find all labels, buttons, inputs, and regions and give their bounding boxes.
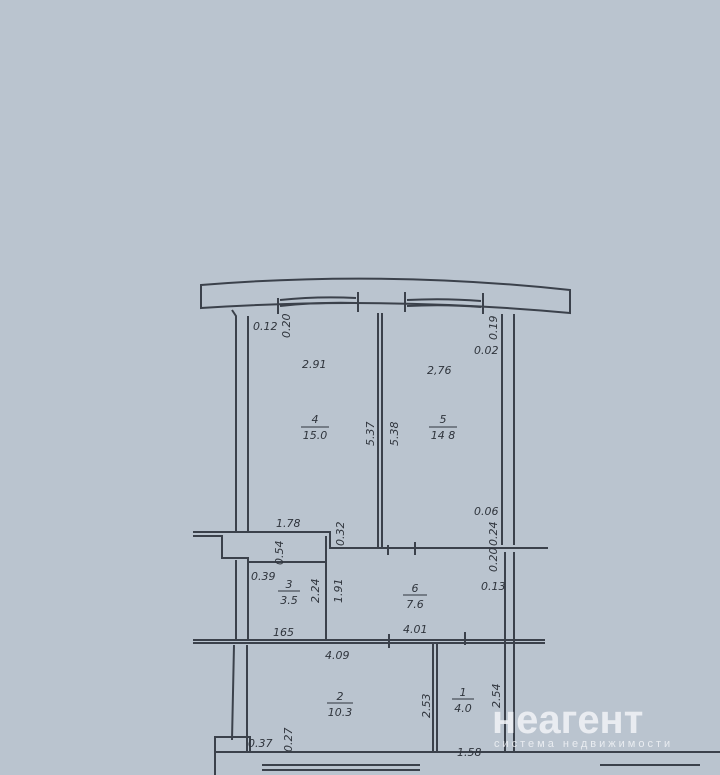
room-1-area: 4.0: [454, 702, 472, 715]
watermark-brand: неагент: [492, 698, 643, 742]
dim-label: 0.02: [474, 344, 499, 357]
dim-label: 0.27: [282, 728, 295, 753]
dim-label: 0.39: [251, 570, 276, 583]
room-6-area: 7.6: [406, 598, 424, 611]
dim-label: 0.13: [481, 580, 506, 593]
dim-label: 2,76: [427, 364, 452, 377]
watermark: неагент система недвижимости: [492, 698, 673, 750]
dim-label: 1.78: [276, 517, 301, 530]
dim-label: 1.58: [457, 746, 482, 759]
room-4-area: 15.0: [303, 429, 328, 442]
room-3-number: 3: [286, 578, 293, 591]
dim-label: 0.12: [253, 320, 278, 333]
dim-label: 4.01: [403, 623, 428, 636]
dimension-labels: 0.12 0.20 2.91 2,76 0.19 0.02 5.37 5.38 …: [248, 314, 506, 760]
dim-label: 2.24: [309, 579, 322, 604]
dim-label: 5.38: [388, 422, 401, 447]
dim-label: 0.24: [487, 522, 500, 547]
room-3-area: 3.5: [280, 594, 298, 607]
dim-label: 1.91: [332, 579, 345, 604]
room-5-area: 14 8: [431, 429, 456, 442]
dim-label: 0.06: [474, 505, 499, 518]
walls: [193, 277, 720, 775]
watermark-tagline: система недвижимости: [494, 738, 673, 750]
dim-label: 2.53: [420, 694, 433, 719]
dim-label: 0.54: [273, 541, 286, 566]
dim-label: 5.37: [364, 422, 377, 447]
dim-label: 0.37: [248, 737, 273, 750]
room-2-area: 10.3: [328, 706, 353, 719]
dim-label: 0.20: [280, 314, 293, 339]
room-2-number: 2: [337, 690, 344, 703]
dim-label: 0.20: [487, 548, 500, 573]
dim-label: 165: [273, 626, 294, 639]
room-5-number: 5: [440, 413, 447, 426]
dim-label: 2.91: [302, 358, 327, 371]
dim-label: 0.19: [487, 316, 500, 341]
room-1-number: 1: [460, 686, 467, 699]
dim-label: 0.32: [334, 522, 347, 547]
dim-label: 2.54: [490, 684, 503, 709]
dim-label: 4.09: [325, 649, 350, 662]
room-4-number: 4: [312, 413, 319, 426]
room-6-number: 6: [412, 582, 419, 595]
room-labels: 1 4.0 2 10.3 3 3.5 4 15.0 5 14 8 6 7.6: [278, 413, 474, 719]
